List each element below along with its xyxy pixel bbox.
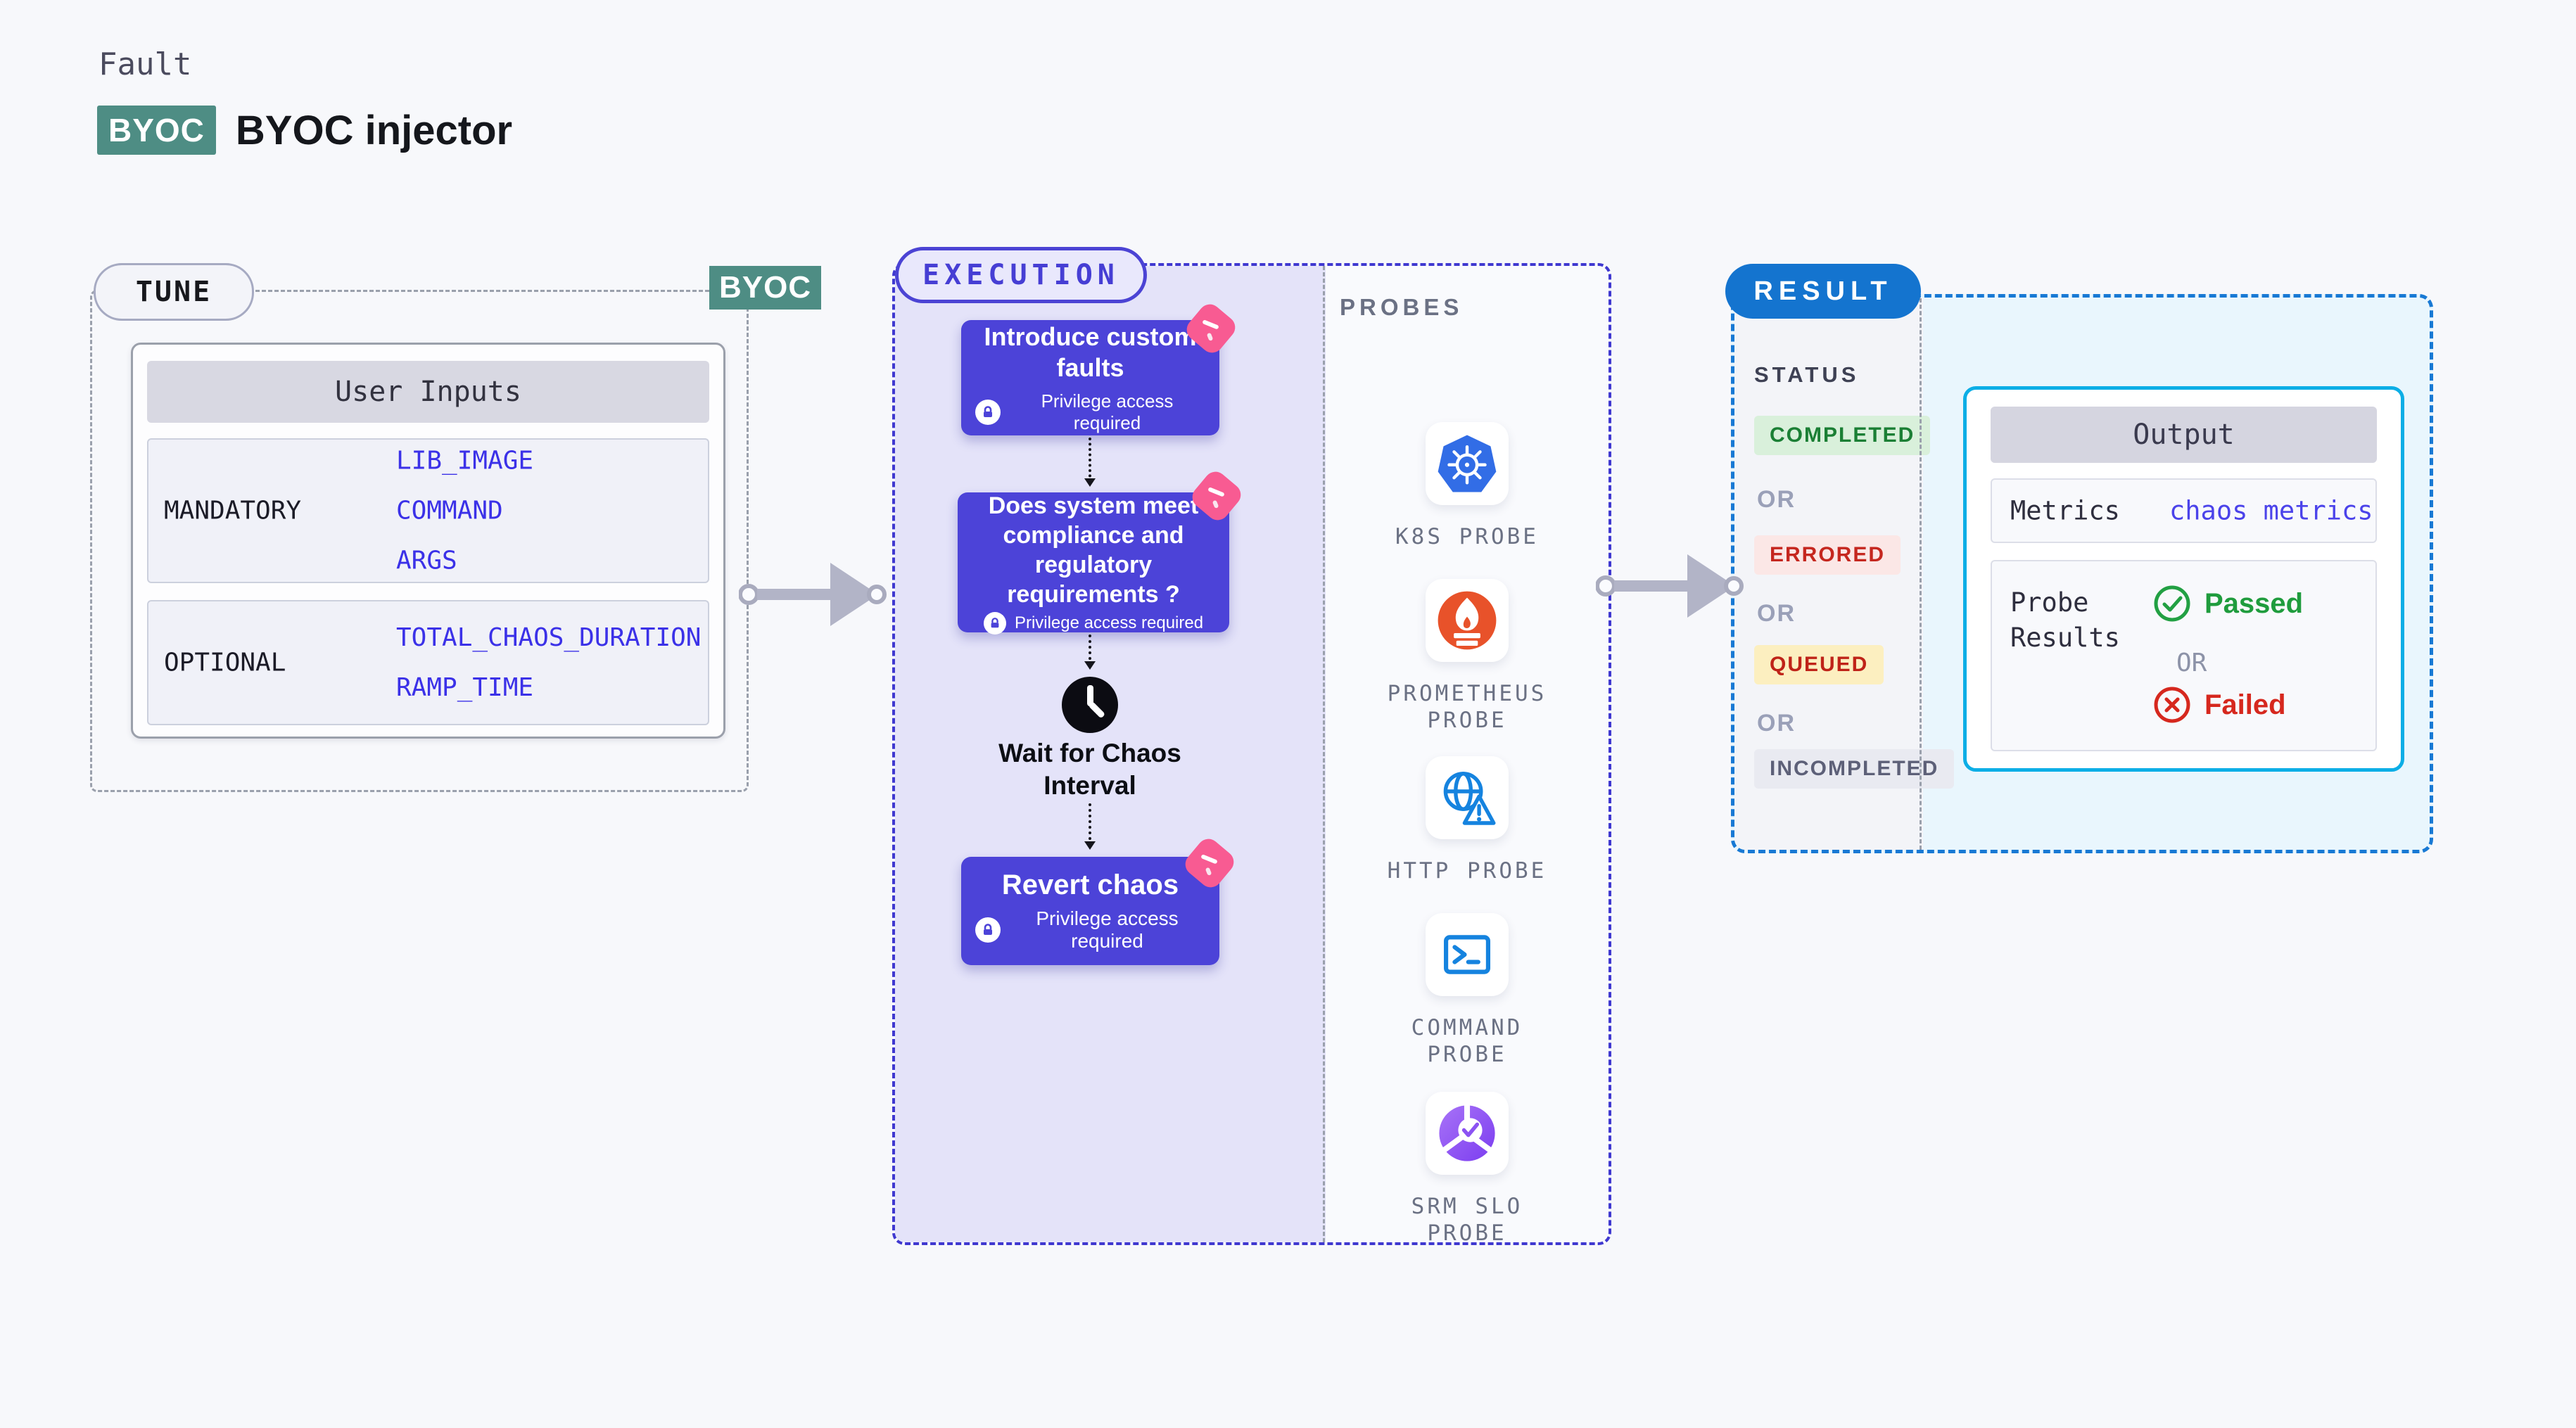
status-badge-incompleted: INCOMPLETED (1754, 749, 1955, 789)
or-label: OR (1757, 710, 1796, 737)
probe-label: COMMAND PROBE (1411, 1015, 1523, 1067)
failed-label: Failed (2204, 689, 2286, 720)
probe-prometheus: PROMETHEUS PROBE (1369, 579, 1566, 734)
byoc-badge: BYOC (97, 106, 216, 155)
connector-wait-step3 (1084, 803, 1096, 850)
arrow-tune-to-execution (739, 563, 887, 626)
or-label: OR (1757, 486, 1796, 513)
result-label: RESULT (1725, 264, 1921, 319)
lock-icon (975, 917, 1001, 943)
step-compliance-check: Does system meet compliance and regulato… (958, 492, 1229, 635)
step-title: Does system meet compliance and regulato… (988, 492, 1199, 608)
arrow-execution-to-result (1596, 554, 1744, 618)
probe-label: PROMETHEUS PROBE (1387, 681, 1547, 733)
wait-interval-label: Wait for Chaos Interval (998, 739, 1181, 800)
execution-probes-divider (1323, 266, 1325, 1242)
step-title: Revert chaos (1001, 869, 1179, 900)
probes-label: PROBES (1340, 294, 1464, 320)
step-title: Introduce custom faults (984, 322, 1197, 382)
http-globe-icon (1426, 756, 1509, 839)
value-args: ARGS (396, 546, 457, 575)
or-label: OR (1757, 600, 1796, 627)
probe-label: SRM SLO PROBE (1411, 1194, 1523, 1246)
or-label: OR (2176, 649, 2207, 677)
value-total-chaos-duration: TOTAL_CHAOS_DURATION (396, 623, 702, 652)
value-lib-image: LIB_IMAGE (396, 446, 534, 476)
privilege-note: Privilege access required (983, 611, 1204, 635)
tune-byoc-corner-tag: BYOC (709, 266, 822, 310)
terminal-icon (1426, 913, 1509, 996)
privilege-note-text: Privilege access required (1041, 390, 1174, 433)
passed-label: Passed (2204, 587, 2304, 619)
probe-results-row: Probe Results Passed OR Failed (1991, 560, 2377, 751)
prometheus-icon (1426, 579, 1509, 662)
status-badge-errored: ERRORED (1754, 535, 1901, 575)
srm-slo-icon (1426, 1092, 1509, 1175)
page-title: BYOC injector (235, 107, 513, 153)
lock-icon (983, 611, 1006, 635)
probe-command: COMMAND PROBE (1369, 913, 1566, 1068)
privilege-note: Privilege access required (975, 390, 1205, 434)
mandatory-values: LIB_IMAGE COMMAND ARGS (396, 447, 533, 575)
probe-http: HTTP PROBE (1369, 756, 1566, 884)
output-header: Output (1991, 407, 2377, 463)
probe-label: HTTP PROBE (1387, 858, 1547, 884)
clock-icon (1062, 677, 1118, 733)
execution-label: EXECUTION (895, 247, 1147, 303)
output-card: Output Metrics chaos metrics Probe Resul… (1963, 386, 2404, 772)
privilege-note-text: Privilege access required (1036, 907, 1179, 952)
tune-section (90, 290, 749, 792)
status-column: STATUS COMPLETED OR ERRORED OR QUEUED OR… (1734, 298, 1955, 850)
probe-srm-slo: SRM SLO PROBE (1369, 1092, 1566, 1247)
step-revert-chaos: Revert chaos Privilege access required (961, 857, 1219, 965)
value-ramp-time: RAMP_TIME (396, 673, 534, 702)
step-introduce-custom-faults: Introduce custom faults Privilege access… (961, 320, 1219, 435)
value-command: COMMAND (396, 496, 503, 525)
fault-kicker: Fault (99, 46, 192, 82)
user-inputs-header: User Inputs (147, 361, 709, 423)
passed-result: Passed (2152, 584, 2303, 623)
optional-row: OPTIONAL TOTAL_CHAOS_DURATION RAMP_TIME (147, 600, 709, 725)
status-badge-completed: COMPLETED (1754, 416, 1931, 455)
status-badge-queued: QUEUED (1754, 645, 1884, 684)
probe-results-label: Probe Results (2010, 587, 2120, 653)
metrics-label: Metrics (2010, 495, 2120, 526)
status-title: STATUS (1754, 362, 1860, 387)
mandatory-label: MANDATORY (164, 496, 302, 525)
mandatory-row: MANDATORY LIB_IMAGE COMMAND ARGS (147, 438, 709, 583)
privilege-note-text: Privilege access required (1014, 613, 1204, 632)
kubernetes-icon (1426, 422, 1509, 505)
status-output-divider (1920, 298, 1922, 850)
connector-step2-wait (1084, 635, 1096, 670)
optional-values: TOTAL_CHAOS_DURATION RAMP_TIME (396, 623, 701, 702)
tune-label: TUNE (94, 263, 254, 321)
privilege-note: Privilege access required (975, 907, 1205, 952)
optional-label: OPTIONAL (164, 648, 286, 677)
title-bar: BYOC BYOC injector (97, 106, 512, 155)
user-inputs-card: User Inputs MANDATORY LIB_IMAGE COMMAND … (131, 343, 725, 739)
probe-k8s: K8S PROBE (1369, 422, 1566, 550)
connector-step1-step2 (1084, 438, 1096, 487)
check-circle-icon (2154, 585, 2190, 622)
metrics-value: chaos metrics (2169, 495, 2373, 526)
lock-icon (975, 400, 1001, 425)
failed-result: Failed (2152, 685, 2286, 725)
probe-label: K8S PROBE (1395, 524, 1539, 549)
x-circle-icon (2154, 687, 2190, 723)
metrics-row: Metrics chaos metrics (1991, 478, 2377, 543)
